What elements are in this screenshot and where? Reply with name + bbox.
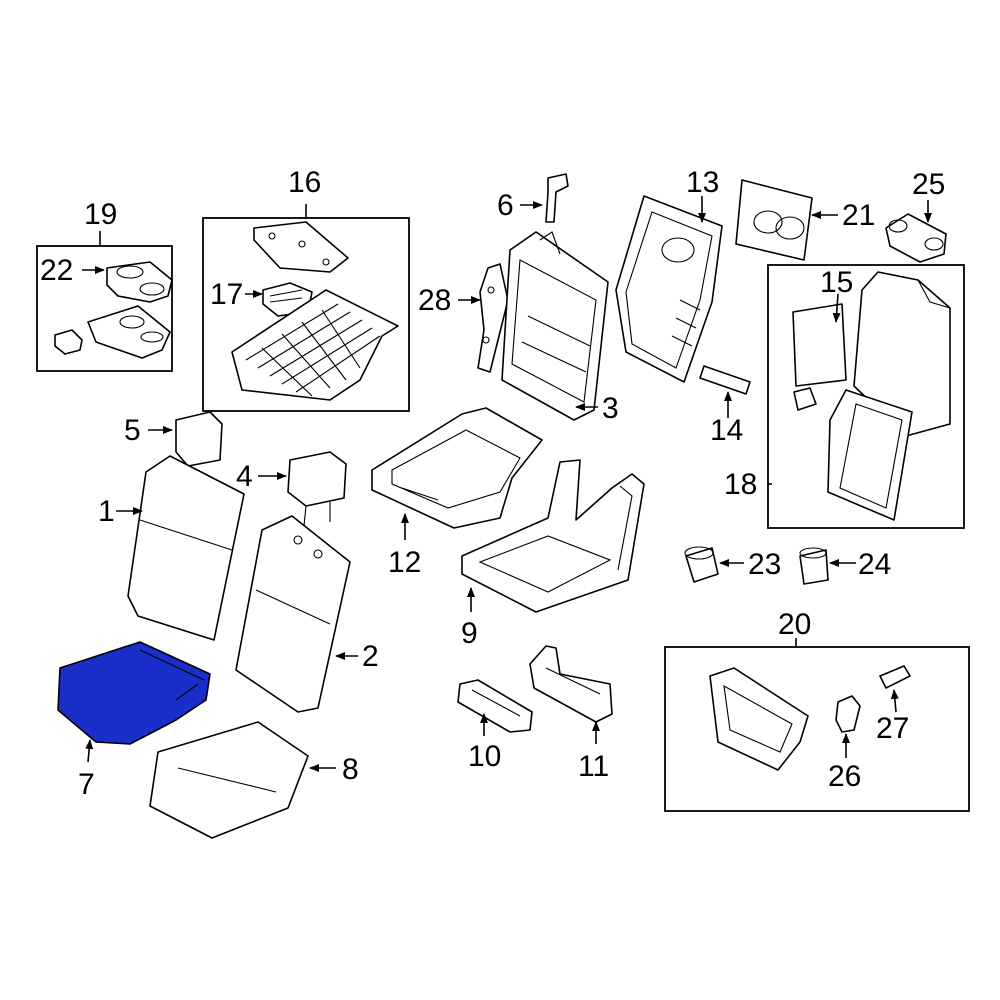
cup-insert-part-24[interactable]: [799, 547, 829, 585]
callout-17: 17: [210, 278, 243, 311]
callout-10: 10: [468, 740, 501, 773]
callout-27: 27: [876, 712, 909, 745]
group-box-20: [664, 646, 970, 812]
callout-19: 19: [84, 198, 117, 231]
callout-2: 2: [362, 640, 379, 673]
tray-mat-part[interactable]: [231, 289, 399, 401]
callout-25: 25: [912, 168, 945, 201]
callout-23: 23: [748, 548, 781, 581]
callout-12: 12: [388, 546, 421, 579]
clip-small-part[interactable]: [793, 387, 817, 411]
callout-6: 6: [497, 189, 514, 222]
seatback-cover-part-1[interactable]: [127, 455, 245, 641]
callout-20: 20: [778, 608, 811, 641]
seatback-frame-part-3[interactable]: [501, 231, 609, 421]
pin-part-6[interactable]: [545, 173, 569, 223]
cupholder-part-21[interactable]: [735, 179, 813, 261]
callout-1: 1: [98, 495, 115, 528]
callout-3: 3: [602, 392, 619, 425]
cupholder-part-25[interactable]: [885, 213, 947, 263]
bracket-part-10[interactable]: [457, 679, 533, 733]
callout-26: 26: [828, 760, 861, 793]
callout-8: 8: [342, 753, 359, 786]
callout-5: 5: [124, 414, 141, 447]
group-box-19: [36, 245, 173, 372]
trim-strip-part-14[interactable]: [699, 365, 751, 395]
leader-lines: [82, 196, 932, 772]
armrest-part[interactable]: [827, 389, 913, 521]
cover-plate-part-16[interactable]: [253, 221, 349, 273]
callout-28: 28: [418, 284, 451, 317]
callout-21: 21: [842, 199, 875, 232]
headrest-part-5[interactable]: [175, 411, 223, 467]
callout-15: 15: [820, 266, 853, 299]
group-box-18: [767, 264, 965, 529]
callout-7: 7: [78, 768, 95, 801]
plug-part-27[interactable]: [879, 665, 911, 689]
armrest-cover-part[interactable]: [853, 271, 951, 437]
back-panel-part-13[interactable]: [615, 195, 723, 383]
seatback-pad-part-2[interactable]: [235, 515, 351, 713]
clip-part[interactable]: [54, 329, 83, 355]
highlighted-cushion[interactable]: [57, 641, 211, 745]
callout-22: 22: [40, 254, 73, 287]
panel-part-15[interactable]: [792, 303, 847, 387]
headrest-part-4[interactable]: [287, 451, 347, 527]
callout-18: 18: [724, 468, 757, 501]
socket-part-26[interactable]: [835, 695, 861, 733]
callout-16: 16: [288, 166, 321, 199]
cupholder-tray-part[interactable]: [87, 305, 171, 359]
callout-14: 14: [710, 414, 743, 447]
seat-cushion-part-7[interactable]: [57, 641, 211, 745]
callout-numbers: 19 16 22 17 6 28 3 13 21 25 15 14 18 5 4…: [40, 166, 945, 801]
seat-frame-part-9[interactable]: [461, 459, 645, 613]
callout-11: 11: [578, 750, 609, 783]
console-bin-part[interactable]: [709, 667, 809, 771]
seat-pad-part-8[interactable]: [149, 721, 309, 839]
cupholder-part-22[interactable]: [106, 261, 173, 303]
cup-insert-part-23[interactable]: [684, 546, 719, 583]
callout-24: 24: [858, 548, 891, 581]
console-base-part-12[interactable]: [371, 407, 543, 529]
callout-9: 9: [461, 617, 478, 650]
bracket-part-11[interactable]: [529, 645, 613, 723]
callout-13: 13: [686, 166, 719, 199]
callout-4: 4: [236, 460, 253, 493]
